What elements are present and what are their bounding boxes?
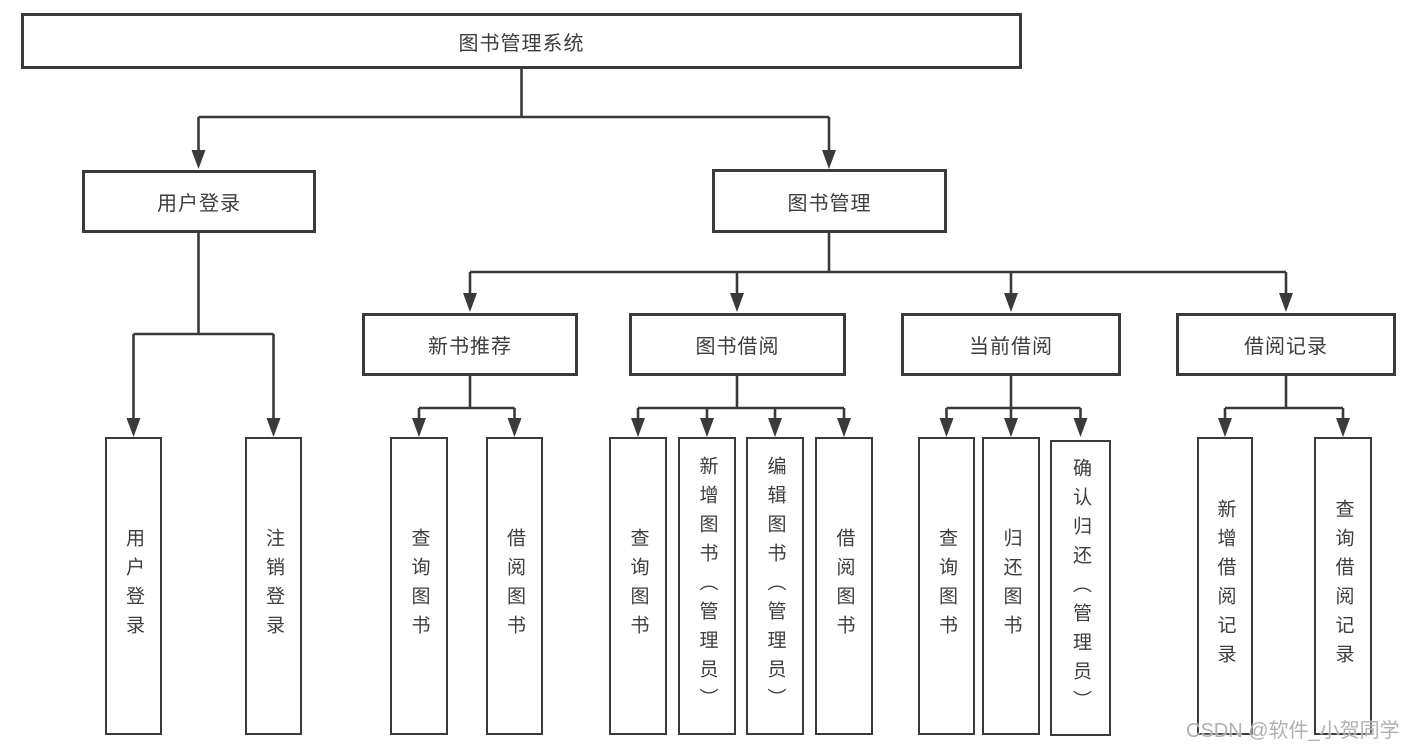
leaf-query-book-recommend: 查询图书 bbox=[390, 437, 448, 735]
arrowhead-down-icon bbox=[507, 418, 522, 437]
arrowhead-down-icon bbox=[768, 418, 782, 437]
arrowhead-down-icon bbox=[1279, 293, 1293, 312]
connector-line bbox=[945, 376, 1082, 420]
connector-book-management-children bbox=[463, 233, 1293, 312]
node-current-borrow: 当前借阅 bbox=[901, 313, 1121, 376]
node-book-management: 图书管理 bbox=[712, 169, 947, 233]
connector-current-borrow-children bbox=[939, 376, 1088, 437]
connector-line bbox=[636, 376, 846, 420]
node-user-login: 用户登录 bbox=[82, 170, 316, 233]
leaf-add-book-admin: 新增图书（管理员） bbox=[678, 437, 736, 735]
leaf-borrow-book: 借阅图书 bbox=[815, 437, 873, 735]
arrowhead-down-icon bbox=[730, 293, 744, 312]
leaf-query-book-borrow: 查询图书 bbox=[609, 437, 667, 735]
arrowhead-down-icon bbox=[463, 293, 477, 312]
leaf-add-borrow-record: 新增借阅记录 bbox=[1197, 437, 1253, 735]
arrowhead-down-icon bbox=[1004, 418, 1018, 437]
arrowhead-down-icon bbox=[412, 418, 426, 437]
csdn-watermark: CSDN @软件_小贺同学 bbox=[1186, 720, 1400, 742]
arrowhead-down-icon bbox=[266, 418, 281, 437]
node-book-borrow: 图书借阅 bbox=[629, 313, 846, 376]
connector-user-login-children bbox=[126, 233, 281, 437]
connector-line bbox=[468, 233, 1288, 295]
connector-book-borrow-children bbox=[631, 376, 851, 437]
connector-line bbox=[1223, 376, 1345, 420]
node-root: 图书管理系统 bbox=[21, 13, 1022, 69]
leaf-user-login: 用户登录 bbox=[105, 437, 162, 735]
leaf-confirm-return-admin: 确认归还（管理员） bbox=[1050, 440, 1111, 736]
connector-root-to-level2 bbox=[191, 69, 836, 169]
arrowhead-down-icon bbox=[1218, 418, 1232, 437]
leaf-logout: 注销登录 bbox=[245, 437, 302, 735]
connector-line bbox=[132, 233, 275, 420]
leaf-return-book: 归还图书 bbox=[982, 437, 1040, 735]
node-borrow-record: 借阅记录 bbox=[1176, 313, 1396, 376]
node-new-book-recommend: 新书推荐 bbox=[362, 313, 578, 376]
arrowhead-down-icon bbox=[1004, 293, 1018, 312]
connector-line bbox=[417, 376, 516, 420]
leaf-edit-book-admin: 编辑图书（管理员） bbox=[746, 437, 804, 735]
arrowhead-down-icon bbox=[191, 150, 206, 169]
arrowhead-down-icon bbox=[1073, 418, 1088, 437]
leaf-borrow-book-recommend: 借阅图书 bbox=[486, 437, 543, 735]
leaf-query-borrow-record: 查询借阅记录 bbox=[1314, 437, 1372, 735]
leaf-query-book-current: 查询图书 bbox=[918, 437, 975, 735]
arrowhead-down-icon bbox=[822, 150, 836, 169]
arrowhead-down-icon bbox=[1336, 418, 1350, 437]
connector-new-book-recommend-children bbox=[412, 376, 522, 437]
arrowhead-down-icon bbox=[126, 418, 141, 437]
connector-line bbox=[197, 69, 831, 152]
connector-borrow-record-children bbox=[1218, 376, 1350, 437]
arrowhead-down-icon bbox=[837, 418, 851, 437]
arrowhead-down-icon bbox=[939, 418, 954, 437]
arrowhead-down-icon bbox=[631, 418, 645, 437]
arrowhead-down-icon bbox=[700, 418, 714, 437]
